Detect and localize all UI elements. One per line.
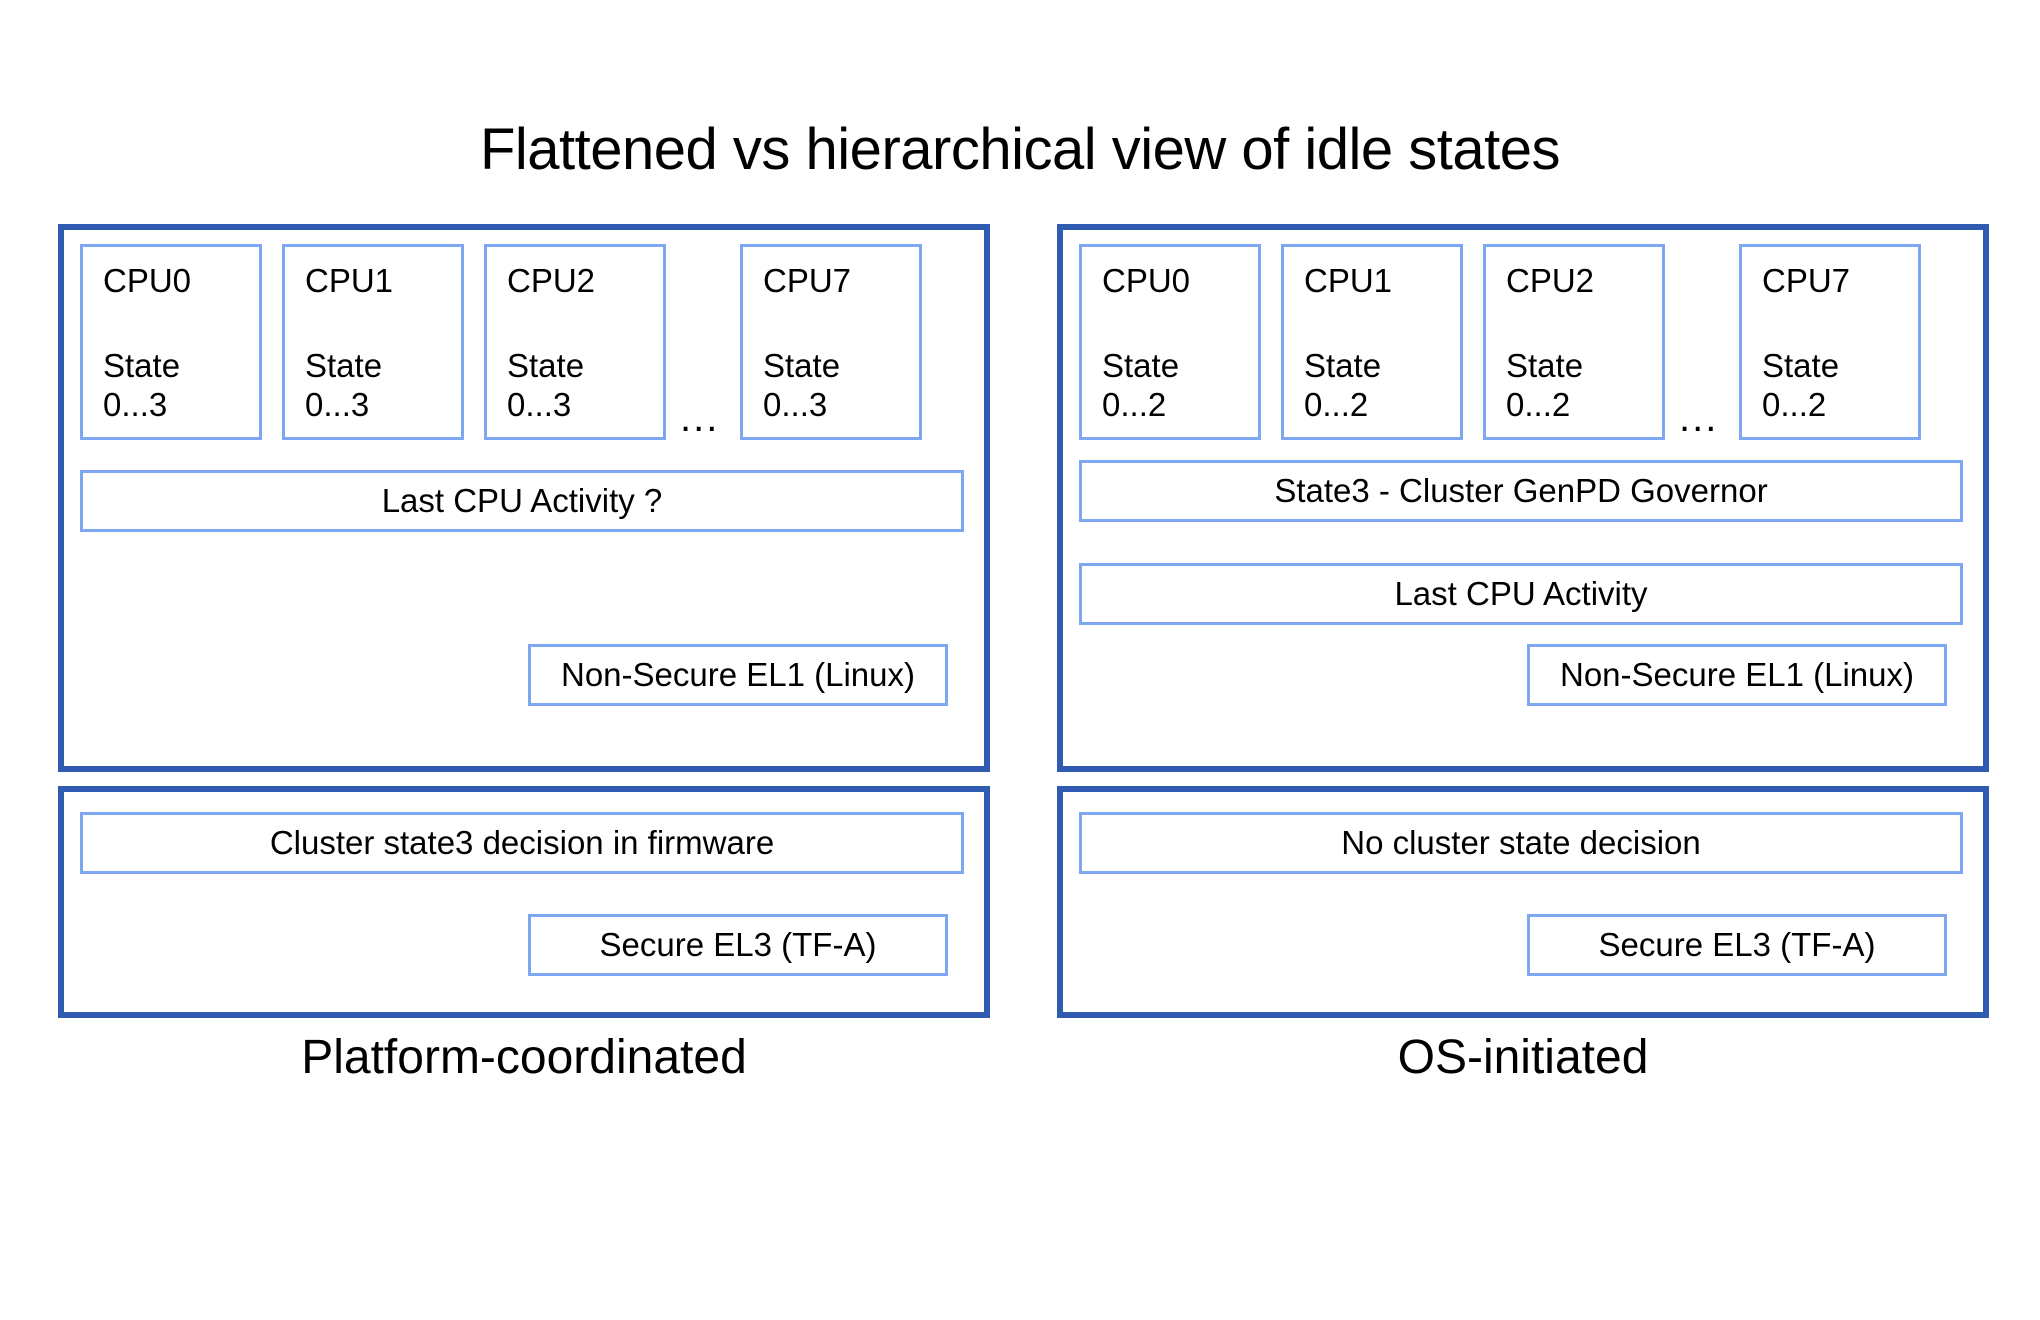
left-cpu7-state-label: State [763,347,841,385]
left-cpu2-state: State 0...3 [507,347,663,425]
right-panel-caption: OS-initiated [1397,1031,1649,1084]
right-cpu7-state-range: 0...2 [1762,386,1827,424]
left-cpu1-state-range: 0...3 [305,386,370,424]
left-cpu0-box: CPU0 State 0...3 [80,244,262,440]
right-cpu7-label: CPU7 [1762,262,1851,299]
right-cpu1-state-label: State [1304,347,1382,385]
right-cpu1-box: CPU1 State 0...2 [1281,244,1463,440]
right-cpu1-state-range: 0...2 [1304,386,1369,424]
right-non-secure-el1-box: Non-Secure EL1 (Linux) [1527,644,1947,706]
right-cpu0-box: CPU0 State 0...2 [1079,244,1261,440]
left-cpu0-state: State 0...3 [103,347,259,425]
right-no-cluster-state-decision-box: No cluster state decision [1079,812,1963,874]
right-secure-el3-box: Secure EL3 (TF-A) [1527,914,1947,976]
right-firmware-layer-panel: No cluster state decision Secure EL3 (TF… [1057,786,1989,1018]
left-non-secure-el1-box: Non-Secure EL1 (Linux) [528,644,948,706]
left-cpu2-box: CPU2 State 0...3 [484,244,666,440]
left-cpu0-label: CPU0 [103,262,192,299]
right-cluster-genpd-governor-box: State3 - Cluster GenPD Governor [1079,460,1963,522]
left-cpu2-state-range: 0...3 [507,386,572,424]
left-cpu7-state: State 0...3 [763,347,919,425]
left-secure-el3-box: Secure EL3 (TF-A) [528,914,948,976]
right-cpu1-label: CPU1 [1304,262,1393,299]
left-cpu0-state-range: 0...3 [103,386,168,424]
left-cpu1-label: CPU1 [305,262,394,299]
left-cpu2-label: CPU2 [507,262,596,299]
right-cpu0-label: CPU0 [1102,262,1191,299]
right-cpu1-state: State 0...2 [1304,347,1460,425]
right-cpu2-state: State 0...2 [1506,347,1662,425]
right-cpu2-state-range: 0...2 [1506,386,1571,424]
right-cpu0-state-label: State [1102,347,1180,385]
left-cpu7-state-range: 0...3 [763,386,828,424]
left-last-cpu-activity-box: Last CPU Activity ? [80,470,964,532]
right-os-layer-panel: CPU0 State 0...2 CPU1 State 0...2 CPU2 S… [1057,224,1989,772]
left-cpu0-state-label: State [103,347,181,385]
right-cpu0-state: State 0...2 [1102,347,1258,425]
left-panel-caption: Platform-coordinated [301,1031,747,1084]
right-cpu7-state: State 0...2 [1762,347,1918,425]
right-cpu2-state-label: State [1506,347,1584,385]
left-cpu7-box: CPU7 State 0...3 [740,244,922,440]
left-firmware-layer-panel: Cluster state3 decision in firmware Secu… [58,786,990,1018]
left-cpu1-state-label: State [305,347,383,385]
right-last-cpu-activity-box: Last CPU Activity [1079,563,1963,625]
right-cpu7-box: CPU7 State 0...2 [1739,244,1921,440]
right-cpu2-box: CPU2 State 0...2 [1483,244,1665,440]
page-title: Flattened vs hierarchical view of idle s… [479,117,1561,182]
left-cpu1-box: CPU1 State 0...3 [282,244,464,440]
right-cpu7-state-label: State [1762,347,1840,385]
left-os-layer-panel: CPU0 State 0...3 CPU1 State 0...3 CPU2 S… [58,224,990,772]
left-cpu2-state-label: State [507,347,585,385]
left-cpu-ellipsis: ... [680,396,720,440]
left-cluster-state3-firmware-box: Cluster state3 decision in firmware [80,812,964,874]
right-cpu-ellipsis: ... [1679,396,1719,440]
left-cpu7-label: CPU7 [763,262,852,299]
right-cpu2-label: CPU2 [1506,262,1595,299]
left-cpu1-state: State 0...3 [305,347,461,425]
right-cpu0-state-range: 0...2 [1102,386,1167,424]
